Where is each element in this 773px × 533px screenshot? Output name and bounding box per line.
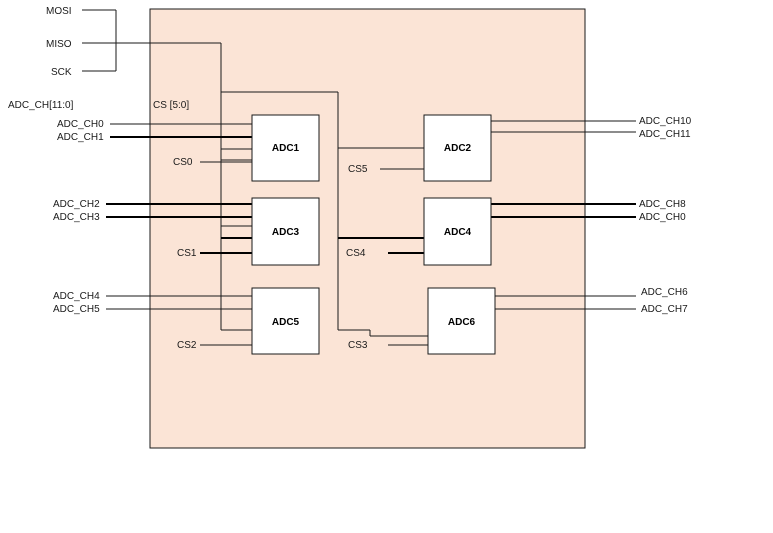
spi-bracket	[82, 9, 221, 72]
cs-bus-label: CS [5:0]	[153, 100, 189, 111]
ch5-label: ADC_CH5	[53, 304, 100, 315]
cs2-label: CS2	[177, 340, 197, 351]
ch8-label: ADC_CH8	[639, 199, 686, 210]
adc5-block: ADC5	[251, 287, 320, 355]
adc1-wires	[110, 123, 252, 163]
miso-label: MISO	[46, 39, 72, 50]
adc4-label: ADC4	[444, 227, 472, 238]
cs0-label: CS0	[173, 157, 193, 168]
ch9-label: ADC_CH0	[639, 212, 686, 223]
adc3-wires	[106, 203, 252, 254]
miso-bus	[220, 43, 428, 337]
adc4-block: ADC4	[423, 197, 492, 266]
ch11-label: ADC_CH11	[639, 129, 691, 140]
cs1-label: CS1	[177, 248, 197, 259]
adc3-label: ADC3	[272, 227, 300, 238]
cs5-label: CS5	[348, 164, 368, 175]
ch6-label: ADC_CH6	[641, 287, 688, 298]
adc5-label: ADC5	[272, 317, 300, 328]
adc2-label: ADC2	[444, 143, 472, 154]
adc2-wires	[380, 120, 636, 170]
adc4-wires	[338, 203, 636, 254]
cs3-label: CS3	[348, 340, 368, 351]
adc6-block: ADC6	[427, 287, 496, 355]
adc5-wires	[106, 295, 252, 346]
adc2-block: ADC2	[423, 114, 492, 182]
cs4-label: CS4	[346, 248, 366, 259]
ch0-label: ADC_CH0	[57, 119, 104, 130]
mosi-label: MOSI	[46, 6, 72, 17]
ch7-label: ADC_CH7	[641, 304, 688, 315]
adc6-label: ADC6	[448, 317, 476, 328]
ch2-label: ADC_CH2	[53, 199, 100, 210]
sck-label: SCK	[51, 67, 72, 78]
ch4-label: ADC_CH4	[53, 291, 100, 302]
adc6-wires	[388, 295, 636, 346]
ch1-label: ADC_CH1	[57, 132, 104, 143]
adc3-block: ADC3	[251, 197, 320, 266]
ch10-label: ADC_CH10	[639, 116, 692, 127]
board-region	[149, 8, 586, 449]
adc-ch-bus-label: ADC_CH[11:0]	[8, 100, 74, 111]
adc1-label: ADC1	[272, 143, 300, 154]
adc1-block: ADC1	[251, 114, 320, 182]
ch3-label: ADC_CH3	[53, 212, 100, 223]
